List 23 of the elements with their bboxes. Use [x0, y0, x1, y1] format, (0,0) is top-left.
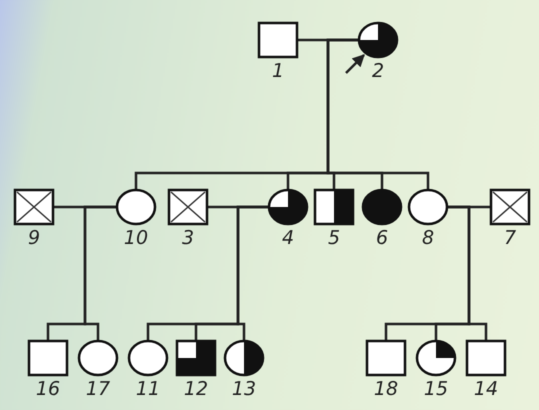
individual-number: 13 [232, 378, 256, 400]
individual-number: 1 [272, 60, 284, 82]
individual-number: 10 [124, 227, 148, 249]
descent-line [236, 206, 268, 340]
individual-number: 12 [184, 378, 208, 400]
individual-number: 16 [36, 378, 60, 400]
individual-number: 14 [474, 378, 498, 400]
individual-number: 2 [372, 60, 384, 82]
individual-number: 15 [424, 378, 448, 400]
individual-number: 6 [376, 227, 388, 249]
individual-number: 4 [282, 227, 294, 249]
individual-number: 17 [86, 378, 110, 400]
individual-number: 9 [28, 227, 40, 249]
descent-line [84, 206, 116, 340]
individual-number: 3 [182, 227, 194, 249]
individual-number: 11 [136, 378, 160, 400]
individual-number: 8 [422, 227, 434, 249]
descent-line [448, 206, 488, 340]
individual-number: 5 [328, 227, 340, 249]
arrow [345, 54, 365, 74]
descent-line [326, 38, 430, 189]
individual-number: 18 [374, 378, 398, 400]
individual-number: 7 [504, 227, 516, 249]
